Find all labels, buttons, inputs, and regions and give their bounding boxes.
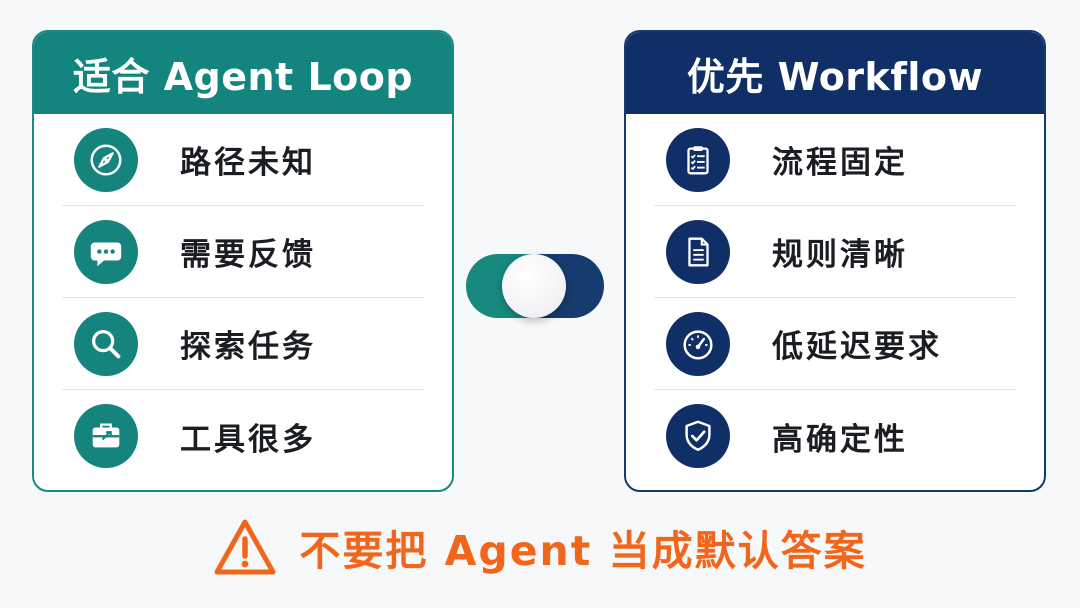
- workflow-card: 优先 Workflow 流程固定: [624, 30, 1046, 492]
- magnifier-icon: [74, 311, 138, 376]
- list-item-label: 工具很多: [180, 421, 316, 458]
- list-item: 路径未知: [62, 114, 424, 206]
- chat-bubble-icon: [74, 219, 138, 284]
- list-item: 规则清晰: [654, 206, 1016, 298]
- toggle-switch-icon: [466, 254, 604, 318]
- list-item: 高确定性: [654, 390, 1016, 482]
- agent-loop-card: 适合 Agent Loop 路径未知 需要反馈: [32, 30, 454, 492]
- workflow-list: 流程固定 规则清晰: [626, 114, 1044, 482]
- list-item-label: 路径未知: [180, 145, 316, 181]
- compass-icon: [74, 127, 138, 192]
- agent-loop-title: 适合 Agent Loop: [34, 32, 452, 114]
- list-item-label: 低延迟要求: [772, 329, 942, 365]
- warning-text: 不要把 Agent 当成默认答案: [299, 527, 867, 575]
- list-item-label: 高确定性: [772, 421, 908, 458]
- toggle-knob: [502, 254, 566, 318]
- warning-triangle-icon: [214, 519, 276, 575]
- toolbox-icon: [74, 404, 138, 468]
- warning-banner: 不要把 Agent 当成默认答案: [0, 512, 1080, 582]
- list-item: 探索任务: [62, 298, 424, 390]
- list-item: 需要反馈: [62, 206, 424, 298]
- list-item-label: 流程固定: [772, 145, 908, 181]
- document-icon: [666, 219, 730, 284]
- list-item: 低延迟要求: [654, 298, 1016, 390]
- list-item: 工具很多: [62, 390, 424, 482]
- workflow-title: 优先 Workflow: [626, 32, 1044, 114]
- clipboard-checklist-icon: [666, 127, 730, 192]
- shield-check-icon: [666, 404, 730, 468]
- list-item-label: 探索任务: [180, 329, 316, 365]
- list-item-label: 规则清晰: [772, 237, 908, 273]
- list-item-label: 需要反馈: [180, 237, 316, 273]
- agent-loop-list: 路径未知 需要反馈 探索任务: [34, 114, 452, 482]
- speedometer-icon: [666, 311, 730, 376]
- list-item: 流程固定: [654, 114, 1016, 206]
